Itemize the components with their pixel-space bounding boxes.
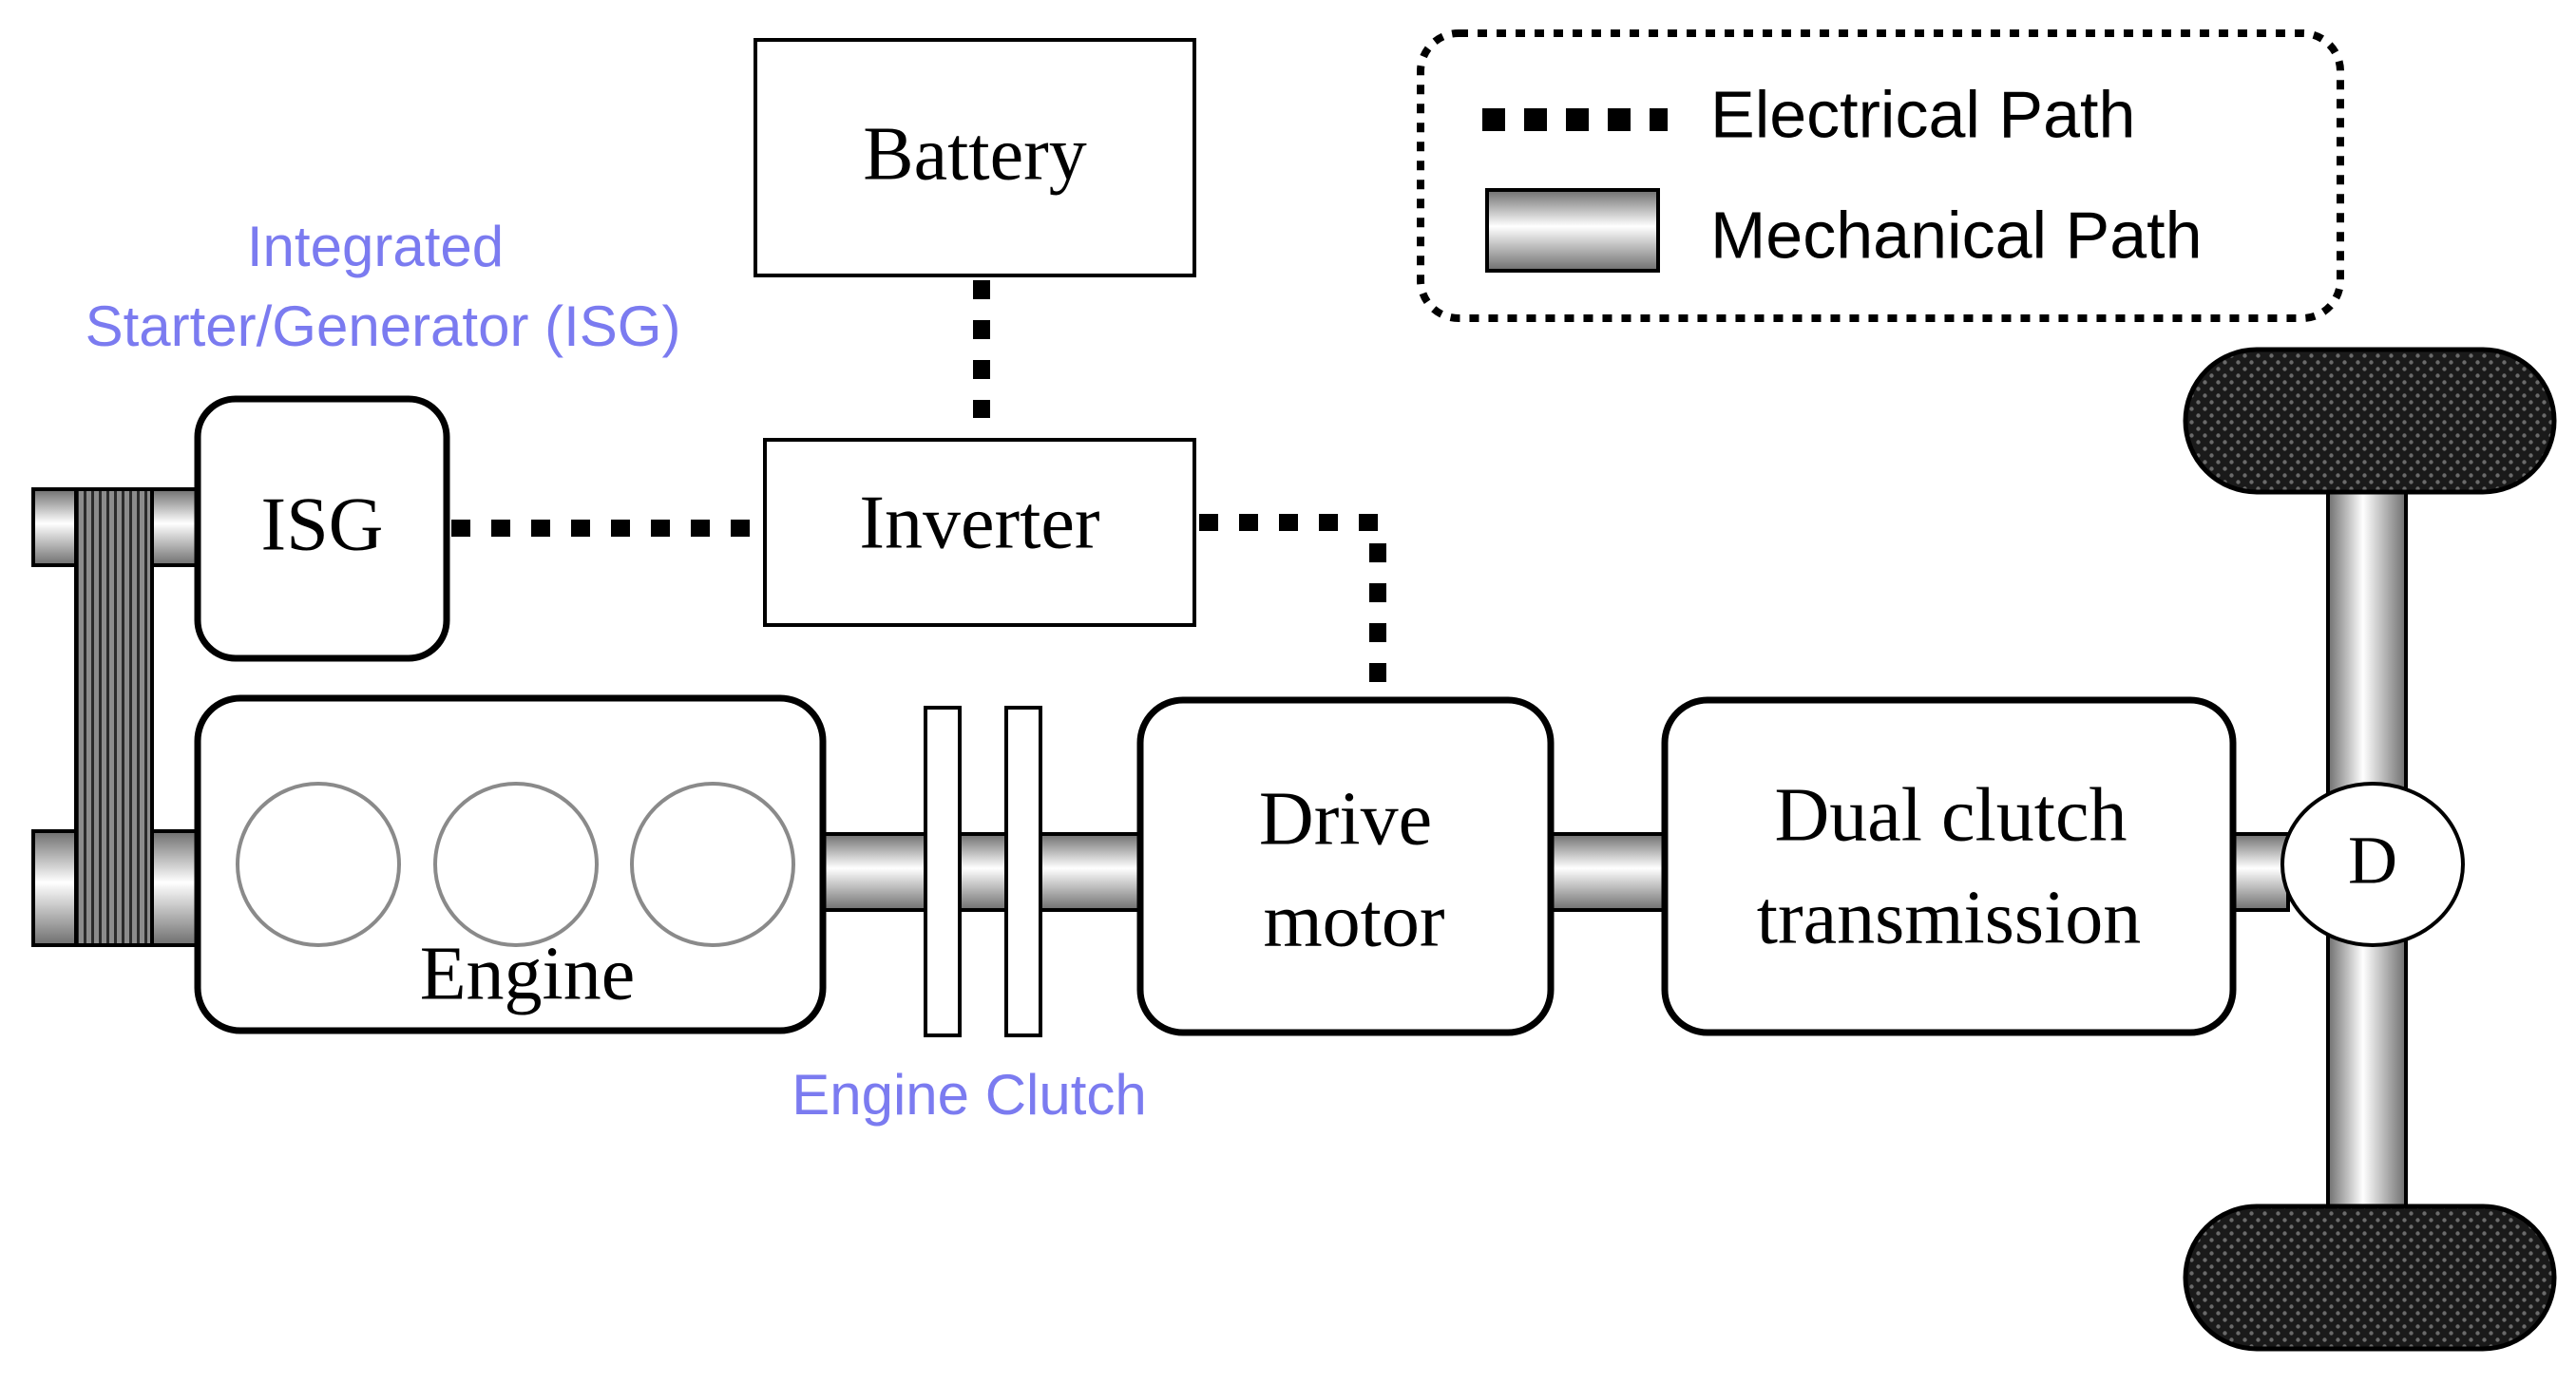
isg-block: ISG Integrated Starter/Generator (ISG) [86,215,681,662]
accessory-belt [74,487,154,947]
isg-label: ISG [261,483,384,566]
differential-block: D [2280,782,2465,947]
elec-inverter-motor [1199,514,1386,693]
engine-clutch-caption: Engine Clutch [792,1063,1147,1127]
isg-box [194,395,450,662]
dct-label-line2: transmission [1757,876,2141,959]
isg-caption-line1: Integrated [247,215,504,278]
drive-motor-label-line2: motor [1263,879,1444,962]
shaft-motor-dct [1549,832,1671,912]
shaft-clutch-plates [958,832,1009,912]
battery-block: Battery [754,38,1196,277]
drive-motor-box [1136,696,1555,1036]
shaft-dct-differential [2229,832,2290,912]
differential-label: D [2348,823,2397,899]
wheel-top [2183,347,2557,495]
mechanical-shafts [31,483,2408,1218]
clutch-plate-left [924,706,962,1037]
legend-frame [1417,29,2344,322]
battery-label: Battery [863,112,1086,196]
engine-cylinder-3 [630,782,795,947]
shaft-clutch-motor [1039,832,1147,912]
legend-mechanical-label: Mechanical Path [1710,198,2203,272]
inverter-label: Inverter [859,481,1099,564]
differential-circle [2280,782,2465,947]
engine-label: Engine [420,932,636,1015]
isg-caption-line2: Starter/Generator (ISG) [86,294,681,358]
wheel-bottom [2183,1204,2557,1352]
dct-box [1661,696,2237,1036]
inverter-box [763,438,1196,627]
engine-cylinder-1 [236,782,401,947]
dct-block: Dual clutch transmission [1661,696,2237,1036]
legend-electrical-label: Electrical Path [1710,77,2135,151]
shaft-engine-clutch [815,832,933,912]
engine-clutch-block: Engine Clutch [792,706,1147,1127]
drive-motor-block: Drive motor [1136,696,1555,1036]
dct-label-line1: Dual clutch [1775,773,2128,857]
battery-box [754,38,1196,277]
inverter-block: Inverter [763,438,1196,627]
drive-motor-label-line1: Drive [1259,777,1432,861]
engine-cylinder-2 [433,782,599,947]
legend: Electrical Path Mechanical Path [1417,29,2344,322]
clutch-plate-right [1004,706,1042,1037]
legend-mechanical-swatch [1485,188,1660,273]
electrical-paths [451,280,1386,693]
engine-block: Engine [194,694,827,1034]
